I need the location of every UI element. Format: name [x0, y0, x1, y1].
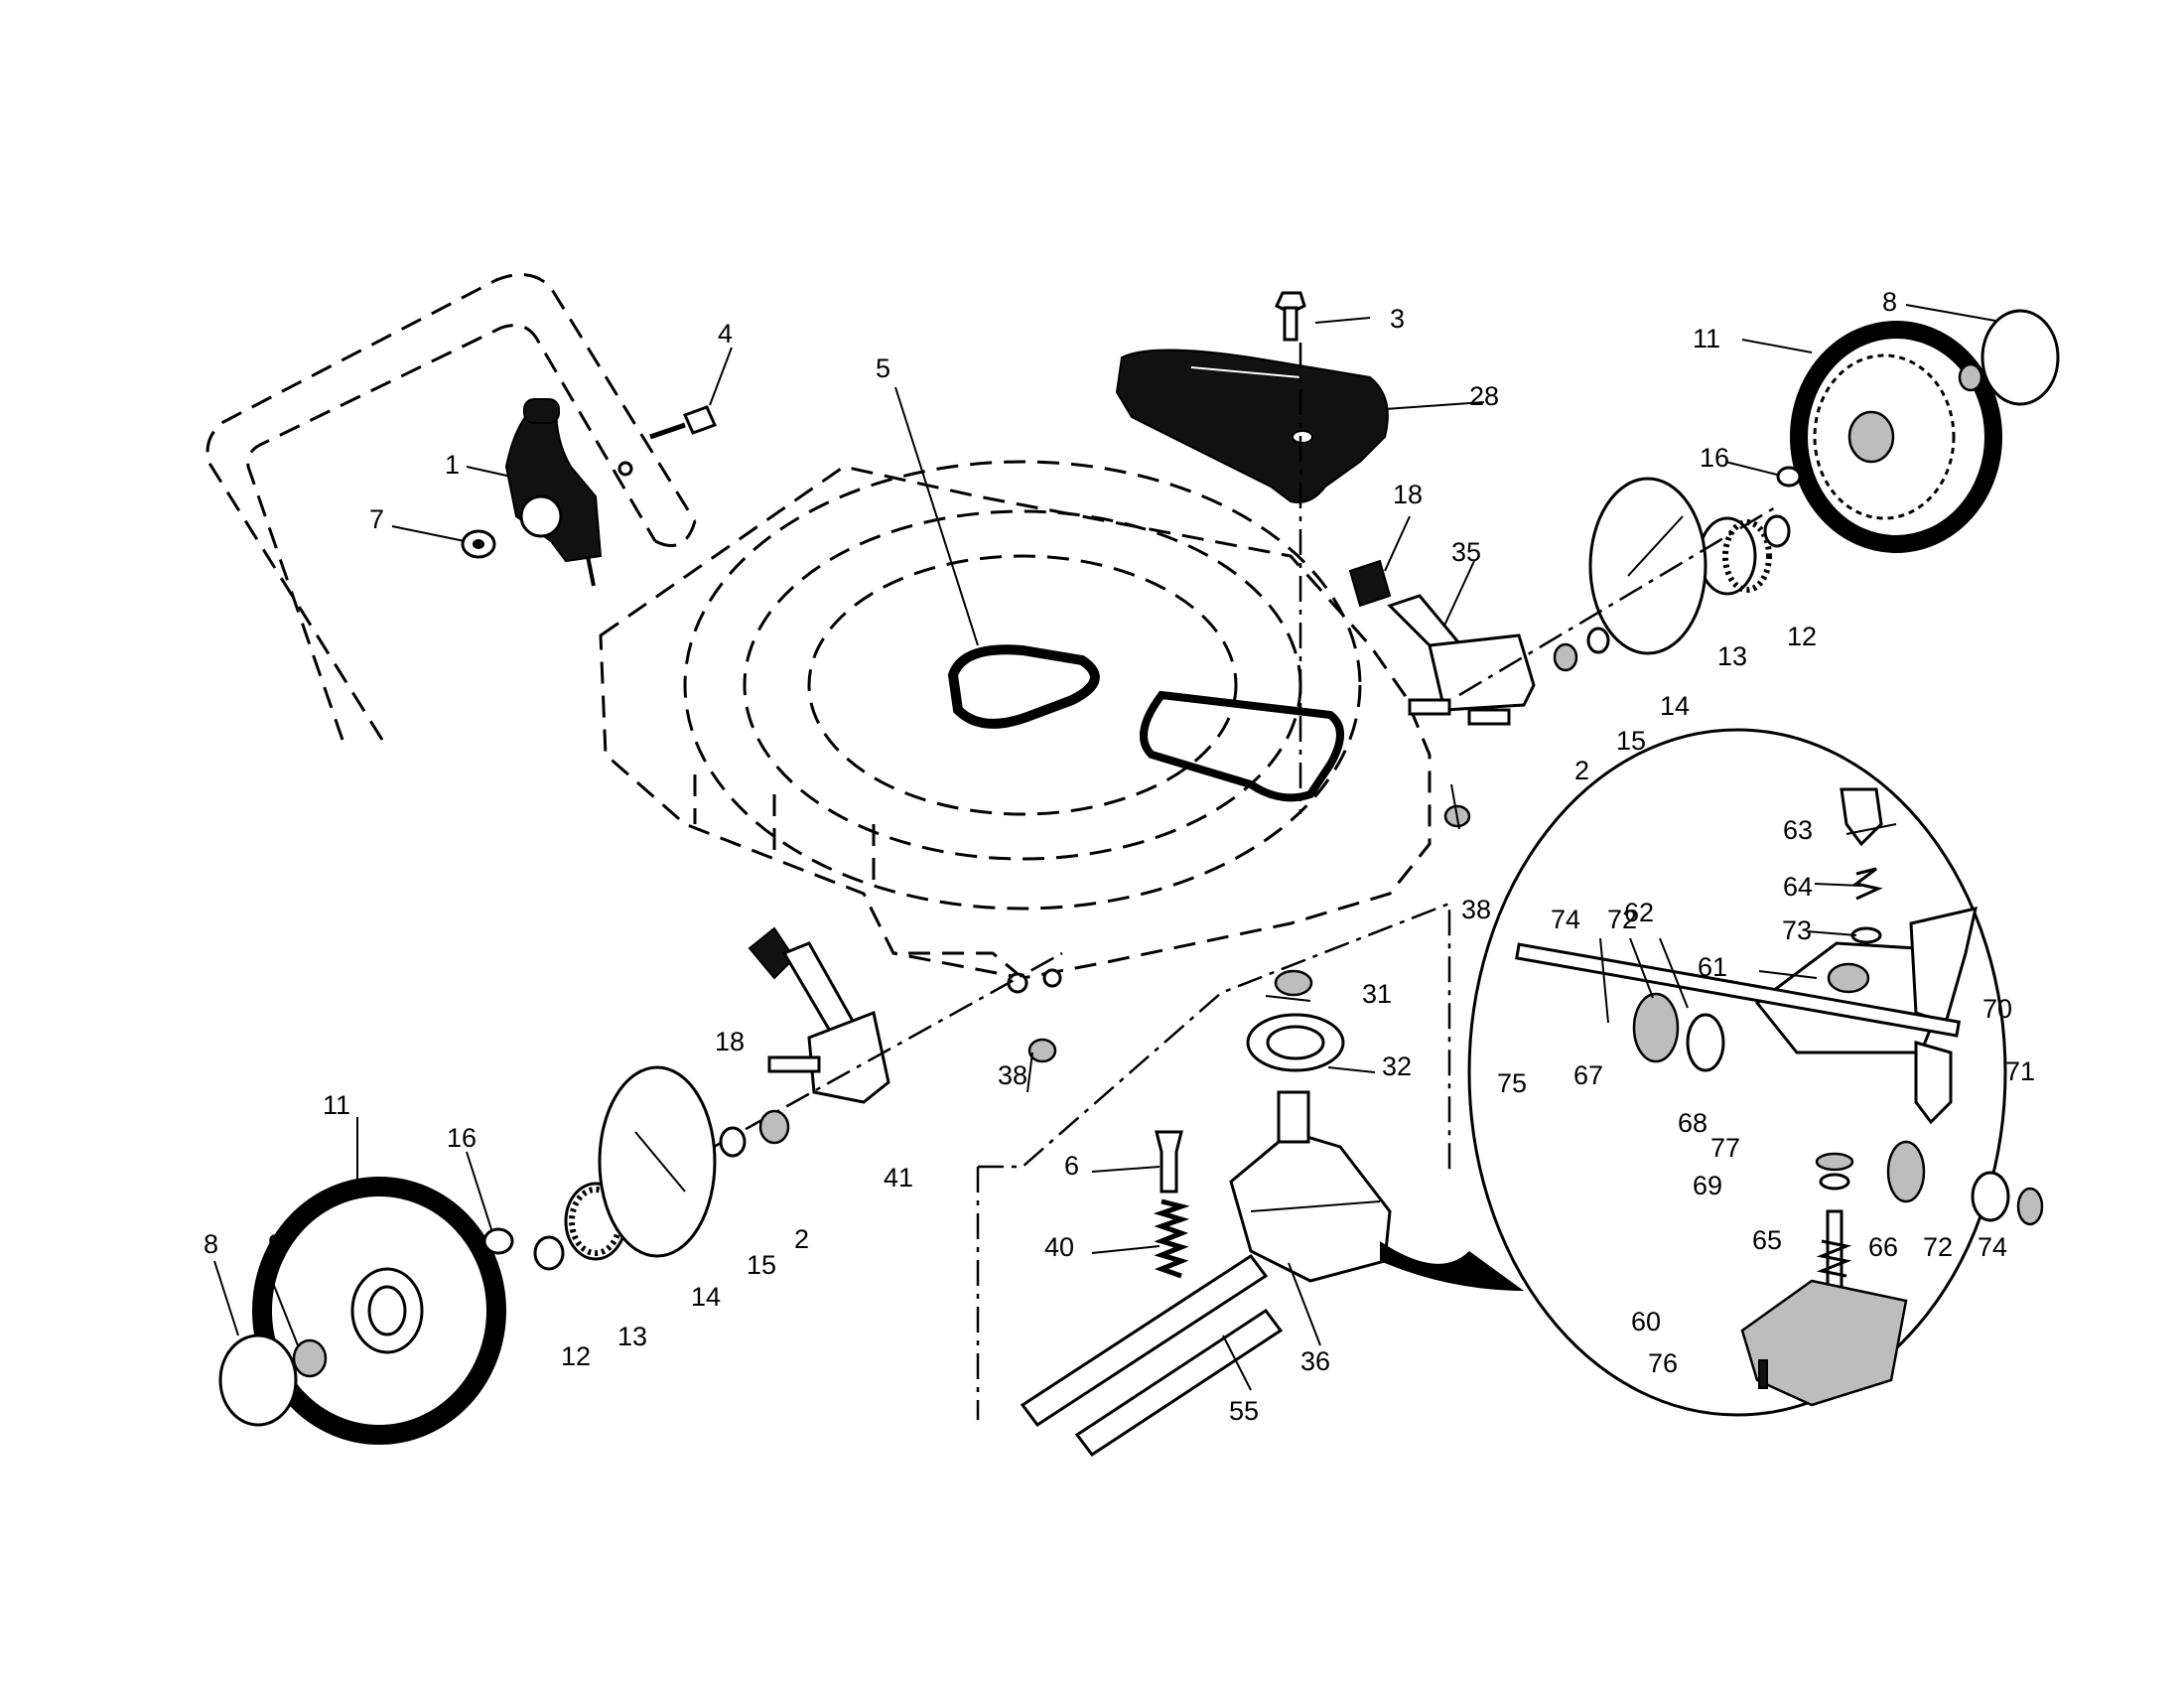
- callout-label: 67: [1573, 1060, 1603, 1090]
- callout-label: 18: [1393, 480, 1423, 509]
- callout-label: 55: [1229, 1396, 1259, 1426]
- callout-label: 76: [1648, 1348, 1678, 1378]
- nut-7: [461, 529, 496, 559]
- callout-label: 70: [1982, 994, 2012, 1024]
- callout-label: 41: [884, 1163, 913, 1193]
- callout-labels: 1 2 2 3 4 5 6 7 8 8 9 9 11 11 12 12 13 1…: [204, 287, 2035, 1426]
- callout-label: 35: [1451, 537, 1481, 567]
- callout-label: 5: [876, 353, 890, 383]
- washer-2-right: [1553, 642, 1578, 672]
- callout-label: 32: [1382, 1052, 1412, 1081]
- callout-label: 61: [1698, 952, 1727, 982]
- callout-label: 72: [1923, 1232, 1953, 1262]
- callout-label: 36: [1300, 1346, 1330, 1376]
- clip-12-left: [533, 1235, 565, 1271]
- callout-label: 4: [718, 319, 733, 349]
- handle-outline: [205, 273, 697, 741]
- height-adjuster-right: [1348, 559, 1536, 726]
- callout-label: 18: [715, 1027, 745, 1056]
- drive-belt: [947, 644, 1344, 802]
- callout-label: 2: [794, 1224, 809, 1254]
- washer-left-a: [1007, 972, 1028, 994]
- washer-2-left: [758, 1109, 790, 1145]
- callout-label: 16: [447, 1123, 477, 1153]
- transmission-36: [1229, 1090, 1392, 1283]
- hubcap-right: [1980, 309, 2060, 406]
- wheel-right: [1790, 321, 2002, 553]
- control-bracket: [504, 398, 603, 587]
- wheel-cover-14-left: [598, 1065, 717, 1258]
- callout-label: 14: [691, 1282, 721, 1312]
- callout-label: 74: [1978, 1232, 2007, 1262]
- hubcap-left: [218, 1333, 298, 1427]
- callout-label: 75: [1497, 1068, 1527, 1098]
- detail-circle: [1380, 728, 2007, 1417]
- callout-label: 11: [1693, 324, 1720, 353]
- callout-label: 7: [369, 504, 384, 534]
- callout-label: 15: [1616, 726, 1646, 756]
- callout-label: 71: [2005, 1056, 2035, 1086]
- callout-label: 77: [1710, 1133, 1740, 1163]
- clip-12-right: [1763, 514, 1791, 548]
- bearing-15-right: [1586, 627, 1610, 654]
- spring-40: [1153, 1198, 1190, 1279]
- wheel-left: [252, 1177, 506, 1445]
- callout-label: 65: [1752, 1225, 1782, 1255]
- detail-parts: [1514, 787, 2044, 1407]
- callout-label: 38: [998, 1060, 1027, 1090]
- callout-label: 9: [268, 1229, 283, 1259]
- callout-label: 9: [1983, 436, 1998, 466]
- pulley-nut-31: [1274, 969, 1313, 997]
- callout-label: 15: [747, 1250, 776, 1280]
- callout-label: 74: [1551, 905, 1580, 934]
- callout-label: 13: [1717, 641, 1747, 671]
- callout-label: 8: [1882, 287, 1897, 317]
- callout-label: 66: [1868, 1232, 1898, 1262]
- washer-16-left: [482, 1227, 514, 1255]
- callout-label: 60: [1631, 1307, 1661, 1336]
- washer-left-b: [1042, 968, 1062, 988]
- nut-38-left: [1027, 1038, 1057, 1063]
- callout-label: 6: [1064, 1151, 1079, 1181]
- nut-9-right: [1958, 362, 1983, 392]
- bolt-3: [1275, 291, 1306, 342]
- callout-label: 14: [1660, 691, 1690, 721]
- wheel-cover-14-right: [1588, 477, 1707, 655]
- callout-label: 16: [1700, 443, 1729, 473]
- callout-label: 12: [561, 1341, 591, 1371]
- bolt-4: [649, 405, 718, 440]
- gear-13-right: [1698, 516, 1772, 596]
- pulley-32: [1246, 1013, 1345, 1072]
- callout-label: 64: [1783, 872, 1813, 902]
- washer-small: [617, 461, 633, 477]
- callout-label: 73: [1782, 915, 1812, 945]
- callout-label: 8: [204, 1229, 218, 1259]
- callout-label: 2: [1574, 756, 1589, 785]
- leader-lines: [213, 304, 1996, 1391]
- height-adjuster-left: [748, 926, 890, 1104]
- callout-label: 69: [1693, 1171, 1722, 1200]
- callout-label: 13: [617, 1322, 647, 1351]
- callout-label: 28: [1469, 381, 1499, 411]
- washer-16-right: [1776, 466, 1802, 488]
- callout-label: 1: [445, 450, 460, 480]
- callout-label: 31: [1362, 979, 1392, 1009]
- callout-label: 40: [1044, 1232, 1074, 1262]
- callout-label: 72: [1607, 905, 1637, 934]
- callout-label: 12: [1787, 622, 1817, 651]
- callout-label: 11: [323, 1090, 350, 1120]
- callout-label: 62: [1624, 898, 1654, 927]
- callout-label: 3: [1390, 304, 1405, 334]
- nut-9-left: [292, 1338, 328, 1378]
- callout-label: 38: [1461, 895, 1491, 924]
- assembly-outline: [976, 902, 1451, 1420]
- bearing-15-left: [719, 1126, 747, 1158]
- callout-label: 68: [1678, 1108, 1707, 1138]
- callout-label: 63: [1783, 815, 1813, 845]
- pin-6: [1155, 1130, 1183, 1193]
